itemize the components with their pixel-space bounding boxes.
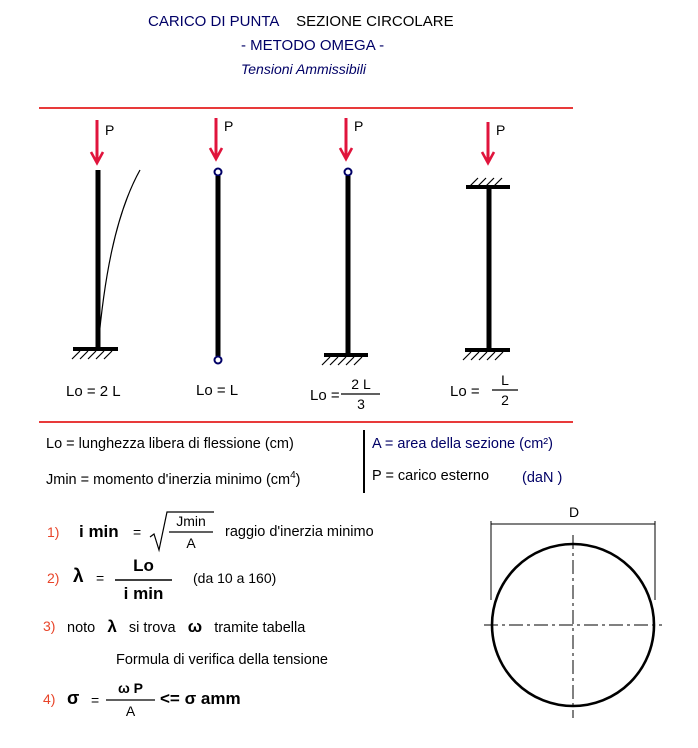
title-line-1: CARICO DI PUNTA SEZIONE CIRCOLARE <box>148 13 454 30</box>
formula-1-desc: raggio d'inerzia minimo <box>225 524 374 540</box>
title-sezione: SEZIONE CIRCOLARE <box>296 13 454 30</box>
load-label-1: P <box>105 122 115 138</box>
column-pinned-pinned <box>208 118 224 365</box>
hinge-top <box>343 167 353 177</box>
column-pinned-fixed <box>321 118 368 366</box>
lo-prefix-3: Lo = <box>310 387 340 404</box>
formula-4-lhs: σ <box>67 688 80 708</box>
lo-den-3: 3 <box>357 396 365 412</box>
formula-2-num: Lo <box>133 556 154 575</box>
formula-1-num: Jmin <box>176 513 206 529</box>
load-label-2: P <box>224 118 234 134</box>
formula-1-number: 1) <box>47 524 60 540</box>
deflection-curve <box>97 169 141 349</box>
formula-3-tabella: tramite tabella <box>214 620 306 636</box>
formula-3-omega: ω <box>187 617 203 636</box>
middle-divider <box>39 421 573 423</box>
lo-prefix-4: Lo = <box>450 383 480 400</box>
lo-label-2: Lo = L <box>196 382 239 399</box>
load-label-4: P <box>496 122 506 138</box>
formula-2-number: 2) <box>47 570 60 586</box>
formula-2-desc: (da 10 a 160) <box>193 570 277 586</box>
formula-4-number: 4) <box>43 691 56 707</box>
load-label-3: P <box>354 118 364 134</box>
formula-4-eq: = <box>91 692 100 708</box>
formula-3-trova: si trova <box>128 620 176 636</box>
legend-p-unit: (daN ) <box>522 470 563 486</box>
lo-label-1: Lo = 2 L <box>66 383 121 400</box>
lo-num-4: L <box>501 372 509 388</box>
formula-1-den: A <box>186 535 196 551</box>
formula-3-text: noto λ si trova ω tramite tabella <box>67 617 305 637</box>
lo-den-4: 2 <box>501 392 509 408</box>
formula-4-den: A <box>125 703 136 719</box>
formula-3-noto: noto <box>67 620 96 636</box>
sqrt-sign <box>149 511 214 553</box>
hinge-bottom <box>213 355 223 365</box>
formula-2-den: i min <box>123 584 164 603</box>
formula-1-eq: = <box>133 524 142 540</box>
formula-1-lhs: i min <box>79 522 119 541</box>
verify-title: Formula di verifica della tensione <box>116 652 328 668</box>
legend-area: A = area della sezione (cm²) <box>372 436 553 452</box>
legend-p: P = carico esterno <box>372 468 490 484</box>
title-method: - METODO OMEGA - <box>241 37 385 54</box>
legend-jmin-close: ) <box>295 471 301 488</box>
section-circle <box>490 542 656 708</box>
legend-jmin-exp: 4 <box>290 470 296 481</box>
formula-2-lhs: λ <box>73 566 84 587</box>
top-divider <box>39 107 573 109</box>
column-fixed-free <box>71 120 141 360</box>
formula-2-eq: = <box>96 570 105 586</box>
diameter-label: D <box>569 504 580 520</box>
legend-jmin-text: Jmin = momento d'inerzia minimo (cm <box>46 471 291 488</box>
legend-lo: Lo = lunghezza libera di flessione (cm) <box>46 436 294 452</box>
formula-4-rhs: <= σ amm <box>160 689 241 708</box>
subtitle: Tensioni Ammissibili <box>241 61 367 77</box>
formula-3-number: 3) <box>43 618 56 634</box>
title-carico: CARICO DI PUNTA <box>148 13 280 30</box>
formula-4-num: ω P <box>117 680 144 696</box>
hinge-top <box>213 167 223 177</box>
circular-section <box>484 521 662 718</box>
lo-num-3: 2 L <box>351 376 371 392</box>
legend-jmin: Jmin = momento d'inerzia minimo (cm4) <box>46 470 301 488</box>
formula-3-lambda: λ <box>107 617 117 636</box>
column-fixed-fixed <box>462 122 510 361</box>
